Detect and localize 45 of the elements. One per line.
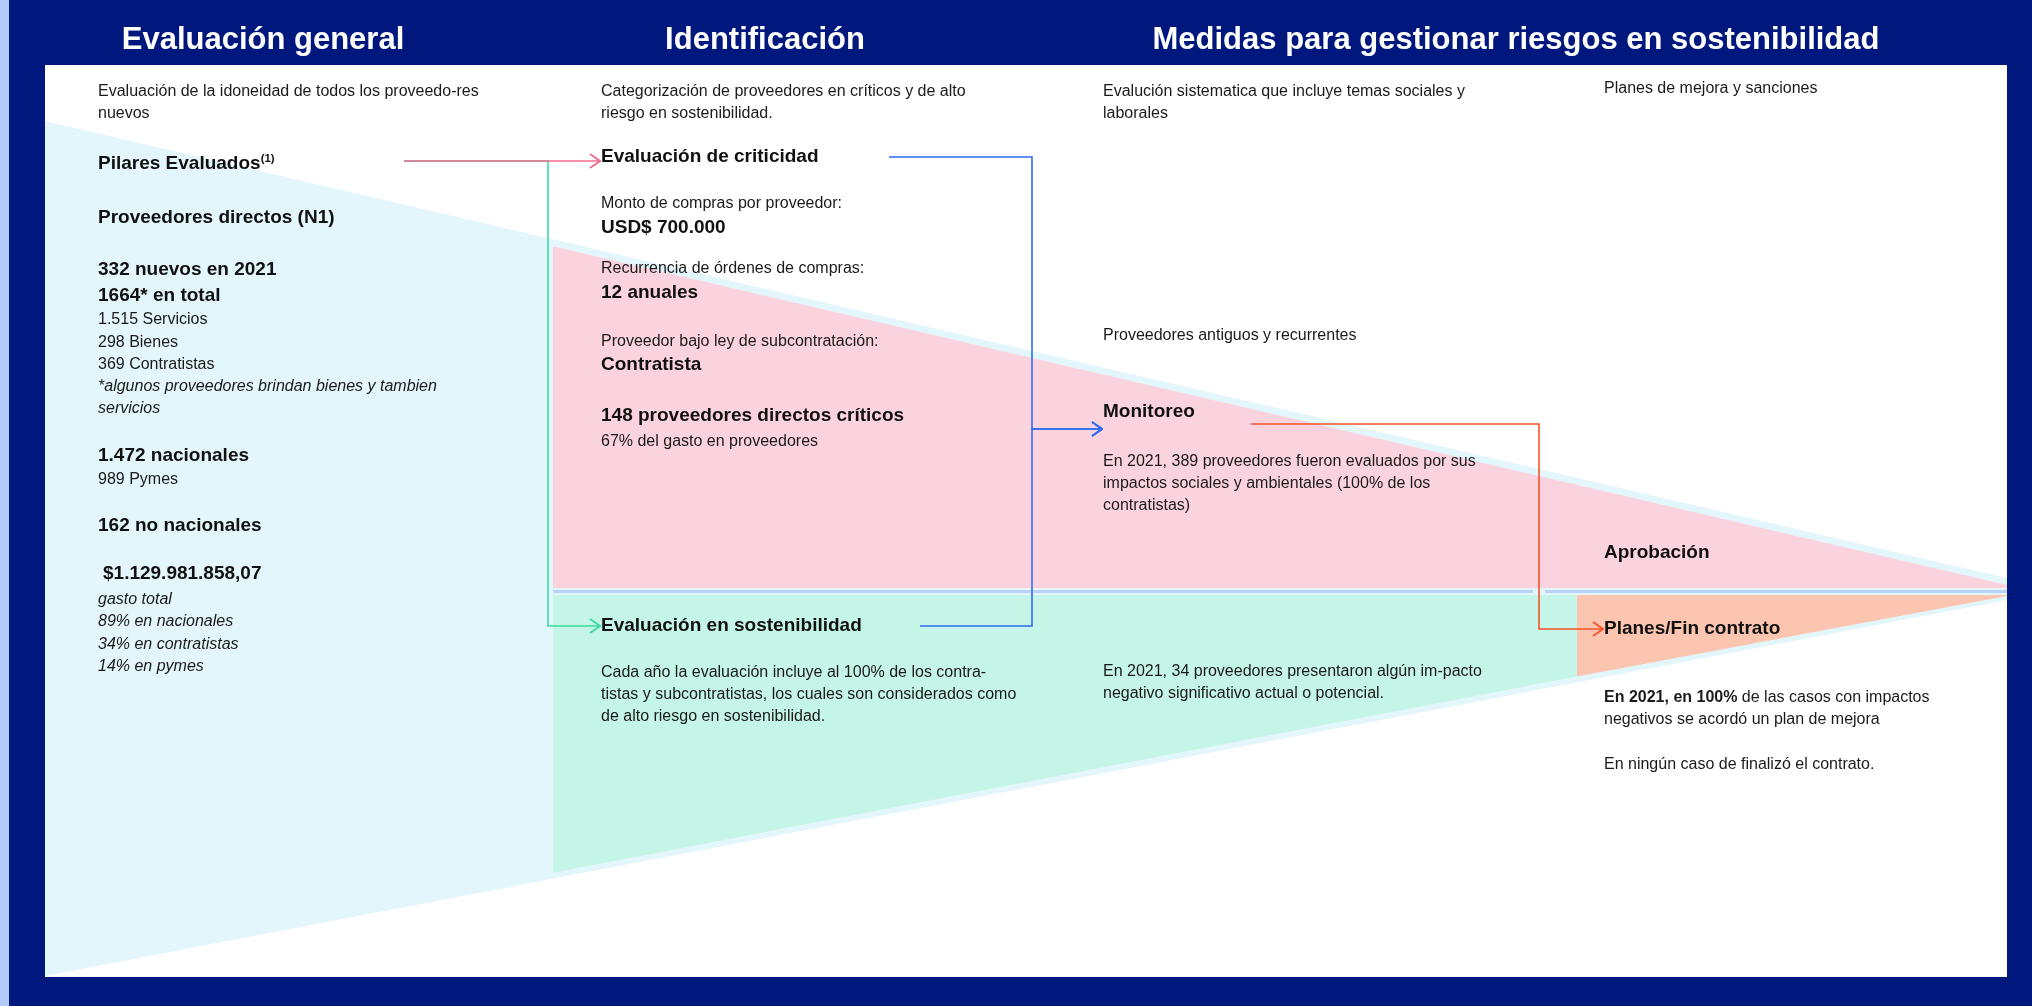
step-label: Planes/Fin contrato	[1604, 615, 1864, 643]
stat-heading: 1.472 nacionales	[98, 443, 250, 467]
step-label: Pilares Evaluados$^{(1)}$	[98, 150, 404, 178]
description-text: En 2021, 389 proveedores fueron evaluados por sus impactos sociales y ambientales (100% de los contratistas)	[1103, 451, 1477, 515]
criterion-text: Monto de compras por proveedor:	[601, 193, 842, 213]
column-heading: Identificación	[665, 20, 865, 58]
stat-text: 67% del gasto en proveedores	[601, 431, 819, 451]
stat-text: 34% en contratistas	[98, 634, 239, 654]
description-text: Proveedores antiguos y recurrentes	[1103, 325, 1357, 345]
description-text: En 2021, en 100% de las casos con impactos negativos se acordó un plan de mejora	[1604, 687, 1931, 729]
description-text: Evaluación de la idoneidad de todos los proveedo-res nuevos	[98, 81, 480, 123]
stat-text: 14% en pymes	[98, 656, 204, 676]
stat-heading: 1664* en total	[98, 283, 221, 307]
stat-heading: Proveedores directos (N1)	[98, 205, 335, 229]
stat-heading: 148 proveedores directos críticos	[601, 403, 905, 427]
stat-text: 989 Pymes	[98, 469, 179, 489]
criterion-value: 12 anuales	[601, 280, 699, 304]
description-text: Cada año la evaluación incluye al 100% de los contra-tistas y subcontratistas, los cuales son considerados como de alto riesgo en sostenibilidad.	[601, 662, 1018, 726]
footnote-text: *algunos proveedores brindan bienes y tambien servicios	[98, 376, 438, 418]
stat-text: gasto total	[98, 589, 172, 609]
criterion-text: Proveedor bajo ley de subcontratación:	[601, 331, 879, 351]
stat-heading: 162 no nacionales	[98, 513, 262, 537]
description-text: En ningún caso de finalizó el contrato.	[1604, 754, 1875, 774]
column-heading: Evaluación general	[121, 20, 405, 58]
step-label: Evaluación de criticidad	[601, 143, 889, 171]
description-text: Categorización de proveedores en críticos y de alto riesgo en sostenibilidad.	[601, 81, 967, 123]
stat-heading: $1.129.981.858,07	[103, 561, 262, 585]
column-heading: Medidas para gestionar riesgos en sostenibilidad	[1152, 20, 1880, 58]
stat-text: 298 Bienes	[98, 332, 179, 352]
criterion-value: Contratista	[601, 352, 702, 376]
criterion-value: USD$ 700.000	[601, 215, 726, 239]
connector-arrow	[403, 153, 601, 169]
connector-arrow	[919, 421, 1103, 627]
step-label: Monitoreo	[1103, 398, 1251, 432]
stat-heading: 332 nuevos en 2021	[98, 257, 277, 281]
description-text: Evalución sistematica que incluye temas sociales y laborales	[1103, 81, 1466, 123]
step-label: Evaluación en sostenibilidad	[601, 612, 920, 640]
step-heading: Aprobación	[1604, 540, 1710, 564]
description-text: En 2021, 34 proveedores presentaron algún im-pacto negativo significativo actual o potencial.	[1103, 661, 1483, 703]
criterion-text: Recurrencia de órdenes de compras:	[601, 258, 865, 278]
stat-text: 369 Contratistas	[98, 354, 215, 374]
stat-text: 89% en nacionales	[98, 611, 234, 631]
description-text: Planes de mejora y sanciones	[1604, 78, 1818, 98]
connector-arrow	[1250, 423, 1604, 637]
stat-text: 1.515 Servicios	[98, 309, 208, 329]
